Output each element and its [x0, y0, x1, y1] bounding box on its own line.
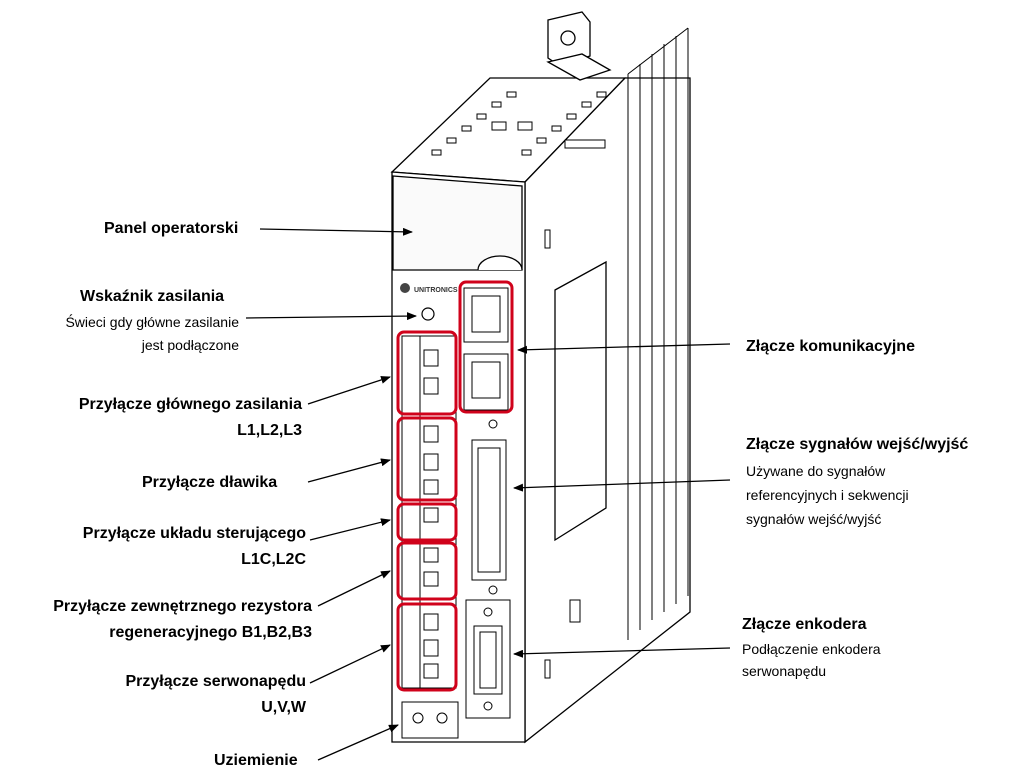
arrow-encoder [513, 647, 731, 658]
arrow-reactor [307, 458, 391, 483]
arrow-ground [317, 724, 399, 761]
label-io-desc3: sygnałów wejść/wyjść [746, 511, 882, 527]
main-power-highlight [396, 330, 458, 416]
label-comm: Złącze komunikacyjne [746, 338, 915, 355]
label-encoder-desc1: Podłączenie enkodera [742, 641, 881, 657]
label-servo-motor-terminals: U,V,W [261, 699, 306, 716]
highlight-boxes [396, 280, 514, 692]
arrow-power-indicator [245, 312, 417, 321]
leader-arrows [245, 227, 731, 761]
label-control-circuit-terminals: L1C,L2C [241, 551, 306, 568]
arrow-comm [517, 343, 731, 354]
arrow-regen-resistor [317, 570, 391, 607]
label-main-power: Przyłącze głównego zasilania [78, 396, 302, 413]
power-led [421, 307, 435, 321]
top-vents [431, 91, 607, 156]
label-regen-resistor: Przyłącze zewnętrznego rezystora [53, 598, 312, 615]
ground-terminal [401, 701, 459, 739]
arrow-servo-motor [309, 644, 391, 684]
io-connector [471, 419, 507, 595]
regen-resistor-highlight [396, 541, 458, 601]
label-reactor: Przyłącze dławika [142, 474, 278, 491]
label-main-power-terminals: L1,L2,L3 [237, 422, 302, 439]
label-servo-motor: Przyłącze serwonapędu [125, 673, 306, 690]
label-power-indicator-desc1: Świeci gdy główne zasilanie [65, 314, 239, 330]
arrow-control-circuit [309, 518, 391, 541]
encoder-connector [465, 599, 511, 719]
label-operator-panel: Panel operatorski [104, 220, 239, 237]
label-ground: Uziemienie [214, 752, 298, 769]
brand-logo-text: UNITRONICS [414, 287, 458, 294]
side-slots [544, 139, 606, 679]
arrow-io [513, 479, 731, 492]
label-io-desc2: referencyjnych i sekwencji [746, 487, 909, 503]
terminal-block [401, 335, 457, 689]
control-circuit-highlight [396, 502, 458, 542]
label-control-circuit: Przyłącze układu sterującego [82, 525, 306, 542]
arrow-operator-panel [259, 227, 413, 236]
label-power-indicator-desc2: jest podłączone [141, 337, 239, 353]
comm-highlight [458, 280, 514, 414]
reactor-highlight [396, 416, 458, 502]
comm-connectors [463, 287, 509, 411]
label-encoder: Złącze enkodera [742, 616, 867, 633]
label-io-desc1: Używane do sygnałów [746, 463, 886, 479]
label-encoder-desc2: serwonapędu [742, 663, 827, 679]
unitronics-logo: UNITRONICS [400, 283, 458, 294]
servo-motor-highlight [396, 602, 458, 692]
label-regen-resistor-terminals: regeneracyjnego B1,B2,B3 [109, 624, 312, 641]
label-io: Złącze sygnałów wejść/wyjść [746, 436, 969, 453]
arrow-main-power [307, 376, 391, 405]
label-power-indicator: Wskaźnik zasilania [80, 288, 225, 305]
